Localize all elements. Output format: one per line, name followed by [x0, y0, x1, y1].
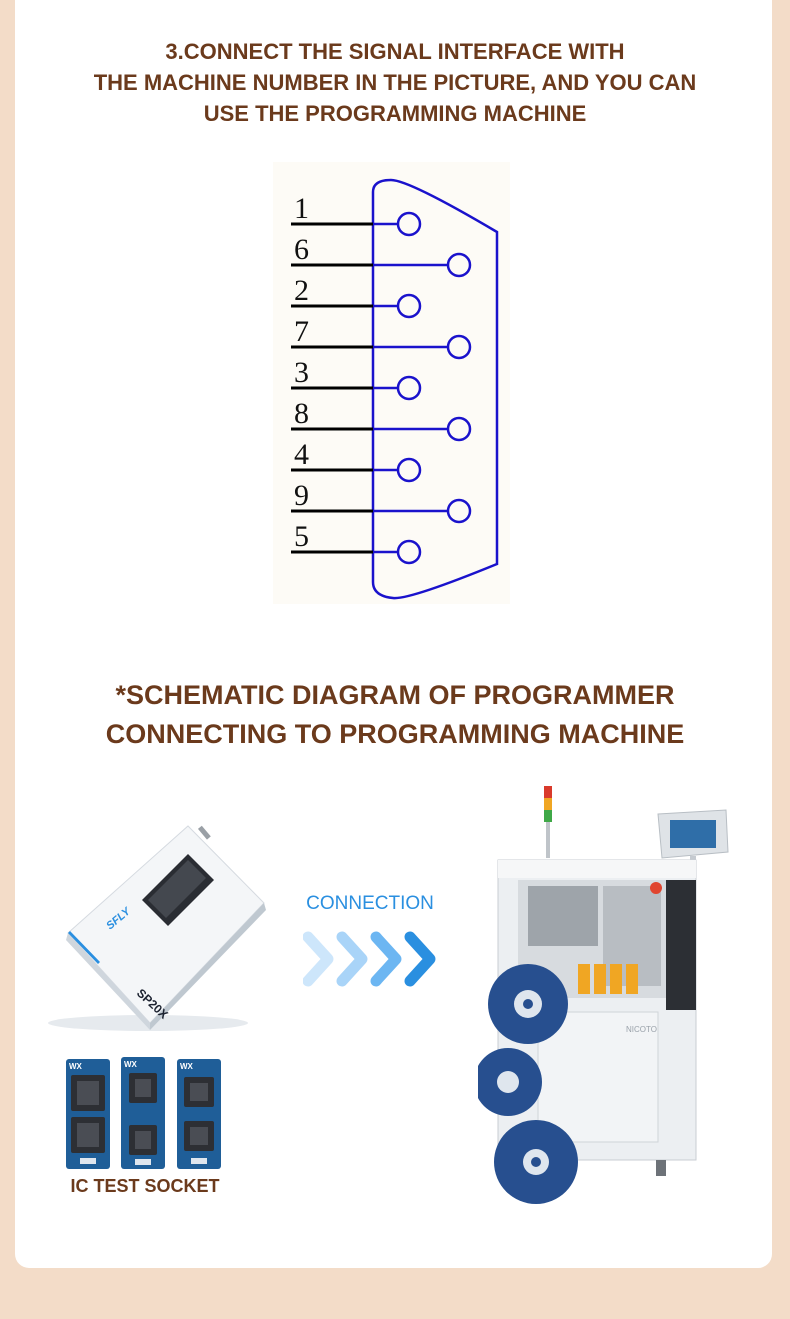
pin-8: 8	[291, 397, 472, 442]
chevron-arrows-icon	[303, 931, 436, 987]
pin-contact	[396, 375, 422, 401]
pin-2: 2	[291, 274, 422, 319]
db9-connector-svg: 1 6 2 7 3 8 4 9 5	[291, 178, 499, 600]
pin-number: 3	[294, 356, 309, 389]
connector-shell	[371, 178, 499, 600]
socket-board: WX	[177, 1059, 221, 1169]
socket-board: WX	[66, 1059, 110, 1169]
pin-number: 5	[294, 520, 309, 553]
pin-9: 9	[291, 479, 472, 524]
pin-number: 4	[294, 438, 309, 471]
heading-line: CONNECTING TO PROGRAMMING MACHINE	[105, 719, 685, 749]
machine-brand: NICOTO	[626, 1025, 657, 1034]
pin-number: 8	[294, 397, 309, 430]
heading-line: *SCHEMATIC DIAGRAM OF PROGRAMMER	[115, 680, 675, 710]
socket-board: WX	[121, 1057, 165, 1169]
pin-contact	[446, 498, 472, 524]
svg-text:WX: WX	[180, 1062, 194, 1071]
pin-contact	[446, 416, 472, 442]
heading-line: THE MACHINE NUMBER IN THE PICTURE, AND Y…	[93, 70, 697, 95]
pin-contact	[446, 252, 472, 278]
programming-machine-image: NICOTO	[478, 786, 729, 1204]
pin-number: 1	[294, 192, 309, 225]
pin-contact	[446, 334, 472, 360]
pin-contact	[396, 293, 422, 319]
svg-text:WX: WX	[69, 1062, 83, 1071]
pin-5: 5	[291, 520, 422, 565]
pin-4: 4	[291, 438, 422, 483]
pin-contact	[396, 457, 422, 483]
connection-label: CONNECTION	[306, 893, 434, 914]
section-3-heading: 3.CONNECT THE SIGNAL INTERFACE WITH THE …	[0, 36, 790, 129]
pin-number: 6	[294, 233, 309, 266]
ic-test-socket-label: IC TEST SOCKET	[70, 1176, 220, 1196]
pin-6: 6	[291, 233, 472, 278]
pin-number: 9	[294, 479, 309, 512]
programmer-device-image: SFLY SP20X	[48, 825, 266, 1031]
ic-test-sockets-image: WX WX WX	[66, 1057, 221, 1169]
db9-pinout-diagram: 1 6 2 7 3 8 4 9 5	[273, 162, 510, 604]
pin-number: 7	[294, 315, 309, 348]
svg-text:WX: WX	[124, 1060, 138, 1069]
pin-3: 3	[291, 356, 422, 401]
pin-number: 2	[294, 274, 309, 307]
schematic-heading: *SCHEMATIC DIAGRAM OF PROGRAMMER CONNECT…	[0, 676, 790, 754]
pin-7: 7	[291, 315, 472, 360]
heading-line: 3.CONNECT THE SIGNAL INTERFACE WITH	[165, 39, 625, 64]
pin-contact	[396, 211, 422, 237]
heading-line: USE THE PROGRAMMING MACHINE	[203, 101, 587, 126]
pin-contact	[396, 539, 422, 565]
pin-1: 1	[291, 192, 422, 237]
